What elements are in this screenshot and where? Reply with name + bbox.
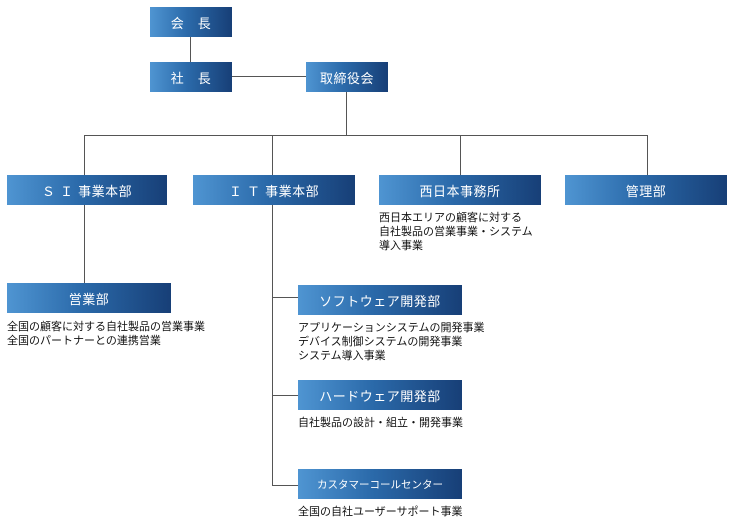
desc-line: 自社製品の設計・組立・開発事業 [298,416,463,429]
connector-division-bar [84,135,648,136]
connector-to-west [460,135,461,175]
node-software-dept: ソフトウェア開発部 [298,285,462,315]
connector-to-admin [647,135,648,175]
desc-line: デバイス制御システムの開発事業 [298,335,463,348]
desc-hardware-dept: 自社製品の設計・組立・開発事業 [298,416,463,430]
connector-president-board [232,76,306,77]
desc-west-japan-office: 西日本エリアの顧客に対する 自社製品の営業事業・システム 導入事業 [379,211,533,253]
desc-sales-dept: 全国の顧客に対する自社製品の営業事業 全国のパートナーとの連携営業 [7,320,205,348]
node-it-division: Ｉ Ｔ 事業本部 [193,175,355,205]
desc-line: アプリケーションシステムの開発事業 [298,321,485,334]
desc-software-dept: アプリケーションシステムの開発事業 デバイス制御システムの開発事業 システム導入… [298,321,484,363]
node-si-division: Ｓ Ｉ 事業本部 [7,175,167,205]
node-chairman: 会 長 [150,7,232,37]
node-sales-dept: 営業部 [7,283,171,313]
desc-line: 全国の自社ユーザーサポート事業 [298,505,463,518]
connector-chairman-president [190,37,191,62]
connector-to-callcenter [272,485,298,486]
node-call-center: カスタマーコールセンター [298,469,462,499]
connector-to-si [84,135,85,175]
desc-call-center: 全国の自社ユーザーサポート事業 [298,505,463,519]
desc-line: 全国のパートナーとの連携営業 [7,334,161,347]
connector-board-down [346,91,347,135]
connector-to-it [272,135,273,175]
connector-to-software [272,297,298,298]
node-hardware-dept: ハードウェア開発部 [298,380,462,410]
node-board: 取締役会 [306,62,388,92]
desc-line: 西日本エリアの顧客に対する [379,211,522,224]
node-president: 社 長 [150,62,232,92]
connector-to-hardware [272,395,298,396]
connector-si-sales [84,205,85,283]
desc-line: 全国の顧客に対する自社製品の営業事業 [7,320,205,333]
desc-line: 導入事業 [379,239,423,252]
desc-line: 自社製品の営業事業・システム [379,225,533,238]
node-west-japan-office: 西日本事務所 [379,175,541,205]
desc-line: システム導入事業 [298,349,386,362]
connector-it-trunk [272,205,273,485]
node-admin-dept: 管理部 [565,175,727,205]
